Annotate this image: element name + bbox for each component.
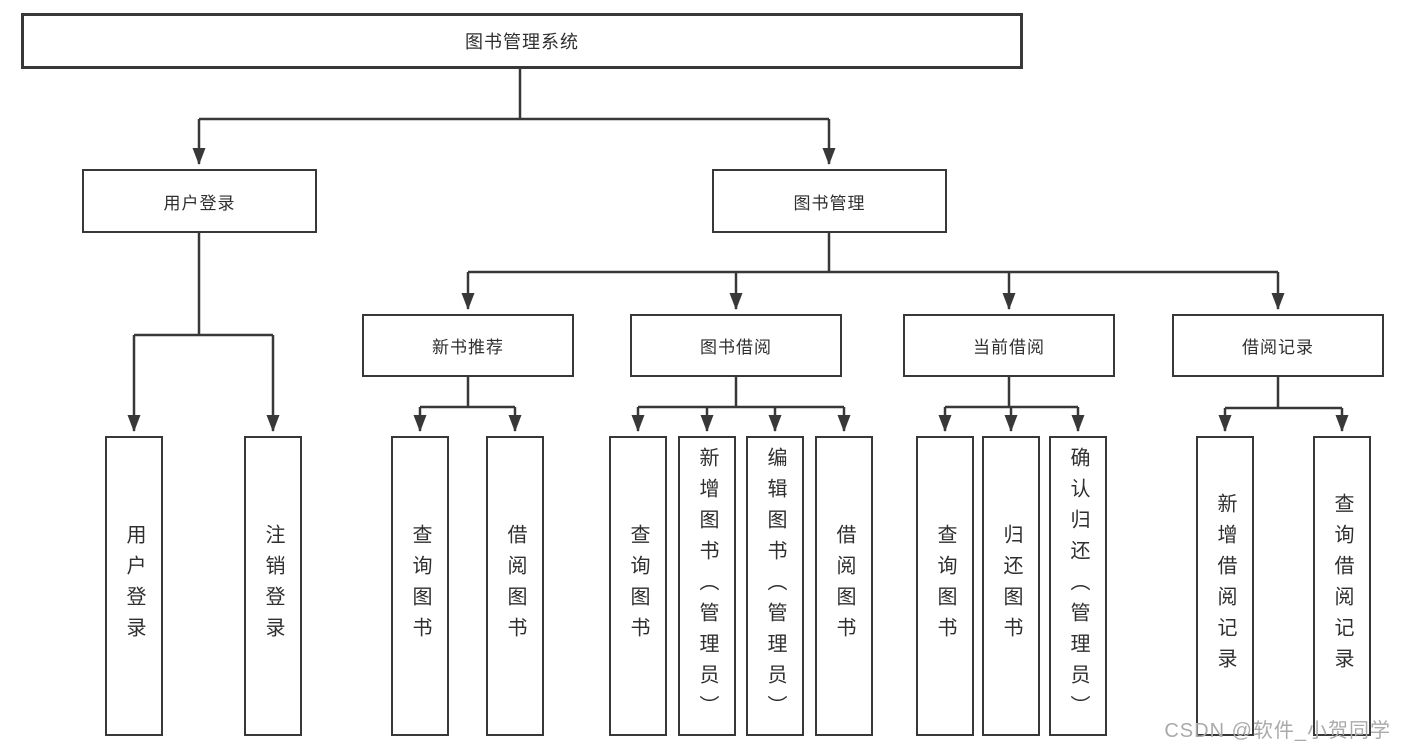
leaf-query-books-current: 查询图书 — [916, 436, 974, 736]
node-user-login: 用户登录 — [82, 169, 317, 233]
csdn-watermark: CSDN @软件_小贺同学 — [1164, 720, 1391, 742]
leaf-query-books-recommend: 查询图书 — [391, 436, 449, 736]
leaf-query-borrow-record: 查询借阅记录 — [1313, 436, 1371, 736]
leaf-borrow-books: 借阅图书 — [815, 436, 873, 736]
leaf-add-borrow-record: 新增借阅记录 — [1196, 436, 1254, 736]
leaf-edit-books-admin: 编辑图书（管理员） — [746, 436, 804, 736]
leaf-borrow-books-recommend: 借阅图书 — [486, 436, 544, 736]
node-book-management: 图书管理 — [712, 169, 947, 233]
leaf-confirm-return-admin: 确认归还（管理员） — [1049, 436, 1107, 736]
node-library-management-system: 图书管理系统 — [21, 13, 1023, 69]
node-book-borrow: 图书借阅 — [630, 314, 842, 377]
node-current-borrow: 当前借阅 — [903, 314, 1115, 377]
leaf-query-books: 查询图书 — [609, 436, 667, 736]
node-borrow-records: 借阅记录 — [1172, 314, 1384, 377]
node-new-book-recommend: 新书推荐 — [362, 314, 574, 377]
leaf-return-books: 归还图书 — [982, 436, 1040, 736]
leaf-add-books-admin: 新增图书（管理员） — [678, 436, 736, 736]
leaf-logout: 注销登录 — [244, 436, 302, 736]
leaf-user-login: 用户登录 — [105, 436, 163, 736]
